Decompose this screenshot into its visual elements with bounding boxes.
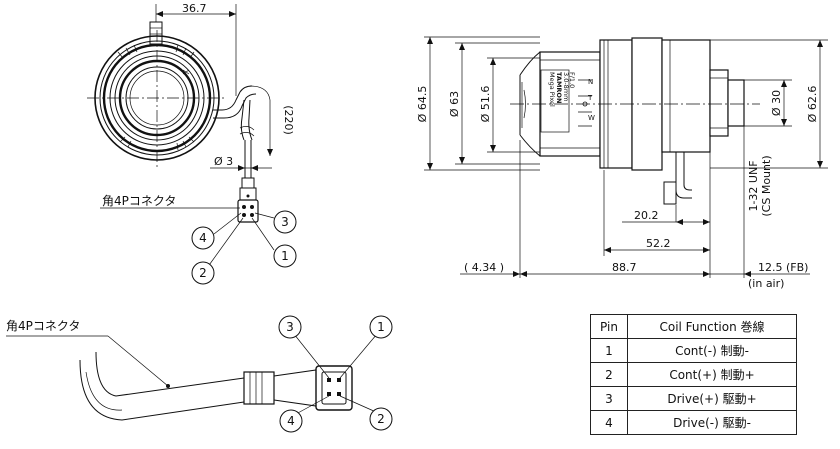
mount-line-1: 1-32 UNF — [747, 160, 760, 211]
ring-mark-w: W — [588, 114, 595, 122]
mount-line-2: (CS Mount) — [760, 155, 773, 216]
front-pin-4: 4 — [199, 231, 207, 245]
header-pin: Pin — [590, 314, 628, 339]
cell-pin: 4 — [590, 410, 628, 435]
header-coil-function: Coil Function 巻線 — [627, 314, 797, 339]
detail-pin-2: 2 — [377, 412, 385, 426]
dim-20-2: 20.2 — [634, 209, 659, 222]
dim-cable-220: (220) — [282, 105, 295, 135]
dia-51-6: Ø 51.6 — [479, 86, 492, 123]
cell-function: Drive(+) 駆動+ — [627, 386, 797, 411]
table-row: 1 Cont(-) 制動- — [590, 338, 797, 363]
brand-line-2: TAMRON — [555, 72, 563, 103]
detail-pin-1: 1 — [377, 320, 385, 334]
cell-function: Cont(-) 制動- — [627, 338, 797, 363]
dim-4-34: ( 4.34 ) — [464, 261, 504, 274]
connector-detail: 角4Pコネクタ 3 1 4 2 — [6, 315, 393, 433]
side-view: Ø 64.5 Ø 63 Ø 51.6 Mega Pixel TAMRON 3.0… — [416, 36, 828, 290]
front-pin-2: 2 — [199, 266, 207, 280]
dim-52-2: 52.2 — [646, 237, 671, 250]
dim-width-36-7: 36.7 — [182, 2, 207, 15]
front-connector-label: 角4Pコネクタ — [102, 194, 176, 208]
detail-pin-3: 3 — [286, 320, 294, 334]
detail-connector-label: 角4Pコネクタ — [6, 319, 80, 333]
dia-62-6: Ø 62.6 — [806, 86, 819, 123]
ring-mark-t: T — [587, 94, 593, 102]
cell-function: Cont(+) 制動+ — [627, 362, 797, 387]
dim-in-air: (in air) — [748, 277, 784, 290]
brand-line-3: 3.0-8mm — [562, 72, 570, 101]
dim-88-7: 88.7 — [612, 261, 637, 274]
pin-function-table: Pin Coil Function 巻線 1 Cont(-) 制動- 2 Con… — [590, 314, 797, 435]
cell-pin: 1 — [590, 338, 628, 363]
cell-pin: 3 — [590, 386, 628, 411]
brand-line-4: F/1.0 — [568, 72, 576, 88]
table-row: 3 Drive(+) 駆動+ — [590, 386, 797, 411]
brand-line-1: Mega Pixel — [548, 72, 556, 107]
cell-function: Drive(-) 駆動- — [627, 410, 797, 435]
cell-pin: 2 — [590, 362, 628, 387]
front-pin-3: 3 — [281, 215, 289, 229]
front-pin-1: 1 — [281, 249, 289, 263]
dia-63: Ø 63 — [448, 91, 461, 117]
front-view: 36.7 (220) — [87, 2, 297, 285]
detail-pin-4: 4 — [287, 414, 295, 428]
table-row: 4 Drive(-) 駆動- — [590, 410, 797, 435]
ring-mark-n: N — [588, 78, 593, 86]
table-header-row: Pin Coil Function 巻線 — [590, 314, 797, 339]
dim-12-5: 12.5 (FB) — [758, 261, 808, 274]
dim-cable-dia: Ø 3 — [214, 155, 233, 168]
table-row: 2 Cont(+) 制動+ — [590, 362, 797, 387]
dia-30: Ø 30 — [770, 90, 783, 116]
dia-64-5: Ø 64.5 — [416, 86, 429, 123]
